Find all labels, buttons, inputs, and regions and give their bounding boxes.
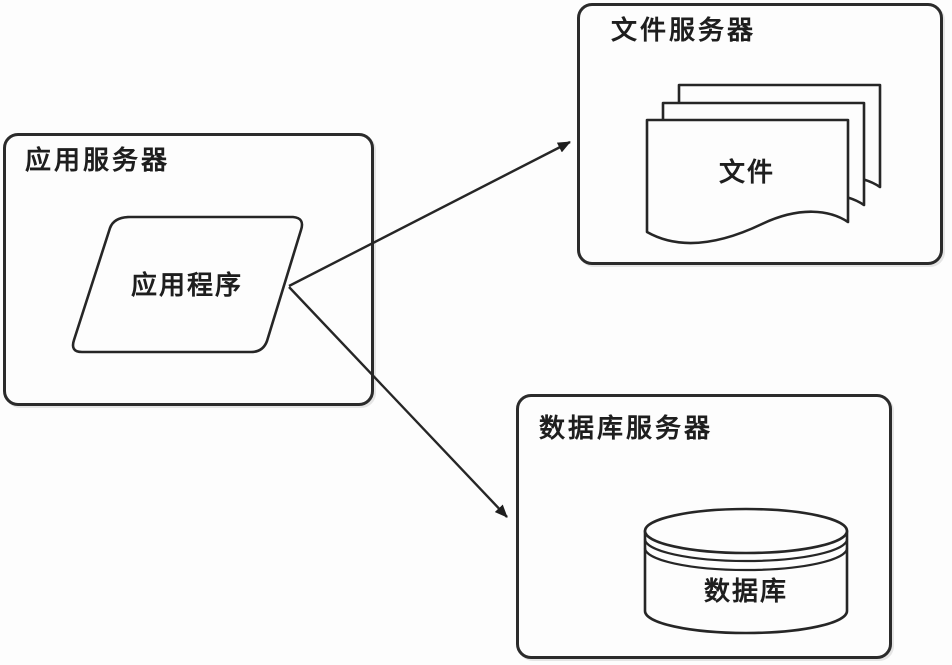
application-shape-label: 应用程序: [130, 271, 244, 301]
database-shape-label: 数据库: [703, 577, 789, 607]
file-server-title: 文件服务器: [611, 16, 757, 46]
db-server-title: 数据库服务器: [539, 414, 714, 444]
app-server-title: 应用服务器: [25, 146, 171, 176]
file-shape-label: 文件: [718, 158, 776, 188]
